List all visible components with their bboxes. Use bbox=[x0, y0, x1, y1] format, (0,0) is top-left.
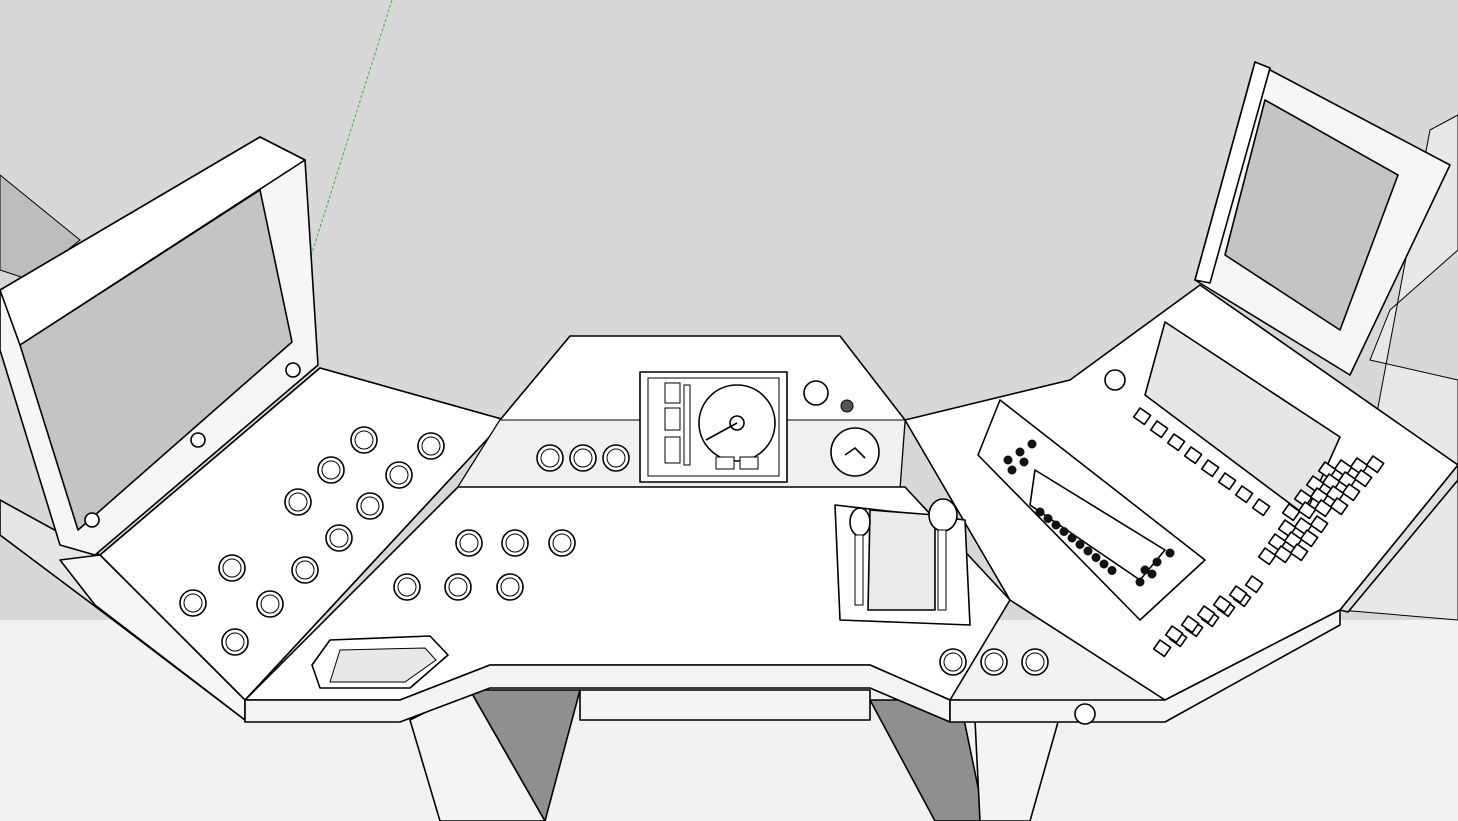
round-button[interactable] bbox=[351, 427, 377, 453]
left-monitor-screen bbox=[20, 190, 292, 530]
round-button[interactable] bbox=[445, 574, 471, 600]
keypad-keys bbox=[1134, 408, 1384, 656]
key-button[interactable] bbox=[1275, 546, 1292, 562]
key-button[interactable] bbox=[1335, 460, 1352, 476]
key-button[interactable] bbox=[1236, 486, 1253, 502]
round-button[interactable] bbox=[257, 591, 283, 617]
key-button[interactable] bbox=[1166, 626, 1183, 642]
round-button[interactable] bbox=[180, 590, 206, 616]
indicator-dot bbox=[1140, 565, 1150, 575]
key-button[interactable] bbox=[1311, 488, 1328, 504]
key-button[interactable] bbox=[1307, 476, 1324, 492]
key-button[interactable] bbox=[1331, 498, 1348, 514]
round-button[interactable] bbox=[981, 649, 1007, 675]
key-button[interactable] bbox=[1311, 516, 1328, 532]
indicator-dots bbox=[1003, 439, 1175, 587]
key-button[interactable] bbox=[1219, 473, 1236, 489]
key-button[interactable] bbox=[1214, 596, 1231, 612]
indicator-dot bbox=[1083, 546, 1093, 556]
indicator-dot bbox=[1147, 569, 1157, 579]
key-button[interactable] bbox=[1323, 474, 1340, 490]
key-button[interactable] bbox=[1299, 502, 1316, 518]
key-button[interactable] bbox=[1319, 462, 1336, 478]
indicator-dot bbox=[1015, 447, 1025, 457]
round-button[interactable] bbox=[502, 530, 528, 556]
round-button[interactable] bbox=[418, 433, 444, 459]
throttle-levers[interactable] bbox=[835, 499, 970, 625]
indicator-dot bbox=[1099, 559, 1109, 569]
key-button[interactable] bbox=[1134, 408, 1151, 424]
indicator-dot bbox=[1035, 507, 1045, 517]
round-button[interactable] bbox=[222, 629, 248, 655]
key-button[interactable] bbox=[1327, 486, 1344, 502]
round-button[interactable] bbox=[285, 489, 311, 515]
indicator-dot bbox=[1091, 553, 1101, 562]
key-button[interactable] bbox=[1182, 616, 1199, 632]
right-monitor-screen bbox=[1225, 100, 1398, 330]
key-button[interactable] bbox=[1198, 606, 1215, 622]
indicator-dot bbox=[1051, 520, 1061, 530]
round-button[interactable] bbox=[497, 574, 523, 600]
key-button[interactable] bbox=[1202, 460, 1219, 476]
round-button[interactable] bbox=[570, 445, 596, 471]
key-button[interactable] bbox=[1154, 640, 1171, 656]
round-button[interactable] bbox=[537, 445, 563, 471]
round-button[interactable] bbox=[394, 574, 420, 600]
right-console bbox=[905, 285, 1458, 724]
key-button[interactable] bbox=[1291, 544, 1308, 560]
round-button[interactable] bbox=[1022, 649, 1048, 675]
key-button[interactable] bbox=[1246, 576, 1263, 592]
indicator-dot bbox=[1067, 533, 1077, 543]
key-button[interactable] bbox=[1351, 458, 1368, 474]
indicator-dot bbox=[1007, 465, 1017, 475]
indicator-dot bbox=[1135, 577, 1145, 587]
key-button[interactable] bbox=[1315, 500, 1332, 516]
indicator-dot bbox=[1059, 527, 1069, 536]
round-button[interactable] bbox=[940, 649, 966, 675]
round-button[interactable] bbox=[357, 493, 383, 519]
center-instrument-panel bbox=[458, 336, 905, 487]
round-button[interactable] bbox=[386, 462, 412, 488]
key-button[interactable] bbox=[1259, 548, 1276, 564]
green-axis-line bbox=[305, 0, 392, 275]
key-button[interactable] bbox=[1339, 472, 1356, 488]
round-button[interactable] bbox=[292, 557, 318, 583]
key-button[interactable] bbox=[1185, 447, 1202, 463]
key-button[interactable] bbox=[1168, 434, 1185, 450]
key-button[interactable] bbox=[1343, 484, 1360, 500]
clock-gauge bbox=[831, 428, 879, 476]
round-button[interactable] bbox=[456, 530, 482, 556]
key-button[interactable] bbox=[1295, 490, 1312, 506]
indicator-dot bbox=[1107, 566, 1117, 575]
round-button[interactable] bbox=[318, 457, 344, 483]
right-monitor bbox=[1195, 62, 1450, 375]
left-monitor bbox=[0, 137, 318, 555]
left-console bbox=[0, 368, 505, 720]
indicator-dot bbox=[1075, 540, 1085, 549]
round-button[interactable] bbox=[326, 525, 352, 551]
key-button[interactable] bbox=[1355, 470, 1372, 486]
key-button[interactable] bbox=[1283, 504, 1300, 520]
console-legs bbox=[410, 690, 1060, 821]
key-button[interactable] bbox=[1301, 530, 1318, 546]
indicator-dot bbox=[1019, 457, 1029, 467]
indicator-dot bbox=[1152, 557, 1162, 567]
indicator-dot bbox=[1027, 439, 1037, 449]
round-button[interactable] bbox=[549, 530, 575, 556]
key-button[interactable] bbox=[1230, 586, 1247, 602]
key-button[interactable] bbox=[1367, 456, 1384, 472]
console-buttons bbox=[180, 427, 1048, 675]
center-desk bbox=[245, 487, 1010, 722]
indicator-dot bbox=[1043, 514, 1053, 523]
key-button[interactable] bbox=[1253, 499, 1270, 515]
key-button[interactable] bbox=[1151, 421, 1168, 437]
round-button[interactable] bbox=[219, 555, 245, 581]
indicator-dot bbox=[1003, 455, 1013, 465]
round-button[interactable] bbox=[603, 445, 629, 471]
indicator-dot bbox=[1165, 548, 1175, 558]
